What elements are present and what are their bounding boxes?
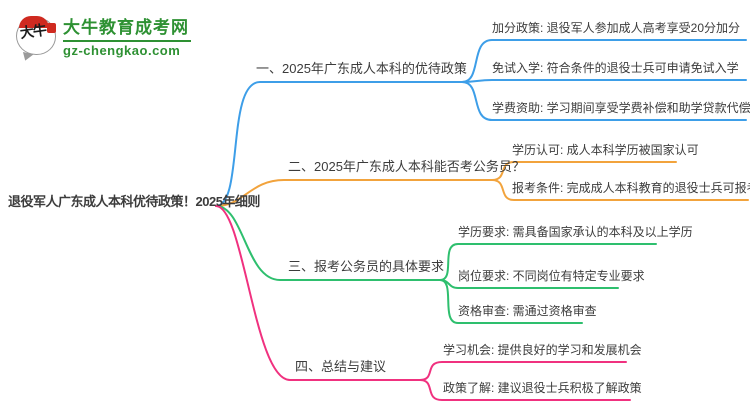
logo-title: 大牛教育成考网 <box>63 18 189 37</box>
branch-2-child-2: 报考条件: 完成成人本科教育的退役士兵可报考公务员 <box>512 181 750 195</box>
branch-3-line <box>215 205 441 281</box>
branch-3-child-2: 岗位要求: 不同岗位有特定专业要求 <box>458 269 645 283</box>
branch-1-title: 一、2025年广东成人本科的优待政策 <box>256 61 467 76</box>
logo-divider <box>63 40 191 42</box>
branch-3-child-3: 资格审查: 需通过资格审查 <box>458 304 597 318</box>
branch-1-child-2-line <box>461 79 747 83</box>
branch-1-child-2: 免试入学: 符合条件的退役士兵可申请免试入学 <box>492 61 739 75</box>
branch-3-child-1-line <box>439 243 657 281</box>
root-node: 退役军人广东成人本科优待政策！2025年细则 <box>8 194 260 209</box>
branch-4-child-2-line <box>419 379 631 401</box>
branch-2-line <box>215 179 493 207</box>
branch-2-child-1: 学历认可: 成人本科学历被国家认可 <box>512 143 699 157</box>
branch-4-line <box>215 205 421 381</box>
branch-2-child-2-line <box>491 179 749 201</box>
branch-4-title: 四、总结与建议 <box>295 359 387 374</box>
branch-3-child-1: 学历要求: 需具备国家承认的本科及以上学历 <box>458 225 693 239</box>
branch-4-child-2: 政策了解: 建议退役士兵积极了解政策 <box>443 381 642 395</box>
branch-1-line <box>215 81 463 207</box>
logo-red-seal-icon <box>47 22 56 33</box>
branch-1-child-1-line <box>461 39 747 83</box>
branch-3-child-3-line <box>439 279 583 324</box>
branch-1-child-1: 加分政策: 退役军人参加成人高考享受20分加分 <box>492 21 741 35</box>
branch-2-child-1-line <box>491 161 677 181</box>
branch-4-child-1: 学习机会: 提供良好的学习和发展机会 <box>443 343 642 357</box>
logo-domain: gz-chengkao.com <box>63 43 181 58</box>
logo-bubble-characters: 大牛 <box>18 21 47 41</box>
branch-1-child-3: 学费资助: 学习期间享受学费补偿和助学贷款代偿 <box>492 101 750 115</box>
site-logo: 大牛 大牛教育成考网 gz-chengkao.com <box>16 13 191 62</box>
logo-bubble-tail <box>21 51 34 62</box>
branch-1-child-3-line <box>461 81 747 121</box>
branch-3-title: 三、报考公务员的具体要求 <box>288 259 445 274</box>
speech-bubble-logo-icon: 大牛 <box>16 15 56 62</box>
logo-red-arc <box>19 15 49 28</box>
branch-2-title: 二、2025年广东成人本科能否考公务员？ <box>288 159 525 174</box>
branch-4-child-1-line <box>419 361 627 381</box>
